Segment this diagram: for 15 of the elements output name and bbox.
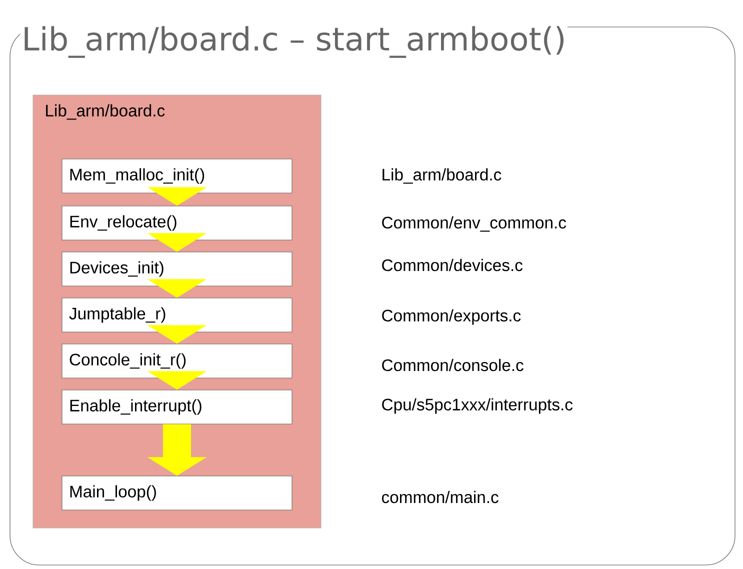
file-name: Cpu/s5pc1xxx/interrupts.c [382,398,573,414]
file-name: Common/exports.c [382,309,521,325]
file-name: Lib_arm/board.c [382,168,502,184]
function-box: Concole_init_r() [62,344,292,378]
function-box: Main_loop() [62,476,292,510]
function-box: Jumptable_r) [62,298,292,332]
function-box: Env_relocate() [62,206,292,240]
function-box: Mem_malloc_init() [62,158,292,194]
function-box: Devices_init) [62,252,292,286]
file-name: Common/devices.c [382,258,523,272]
title: Lib_arm/board.c – start_armboot() [20,24,568,60]
file-name: common/main.c [382,490,498,504]
file-name: Common/env_common.c [382,216,566,232]
file-name: Common/console.c [382,358,524,372]
function-box: Enable_interrupt() [62,390,292,424]
